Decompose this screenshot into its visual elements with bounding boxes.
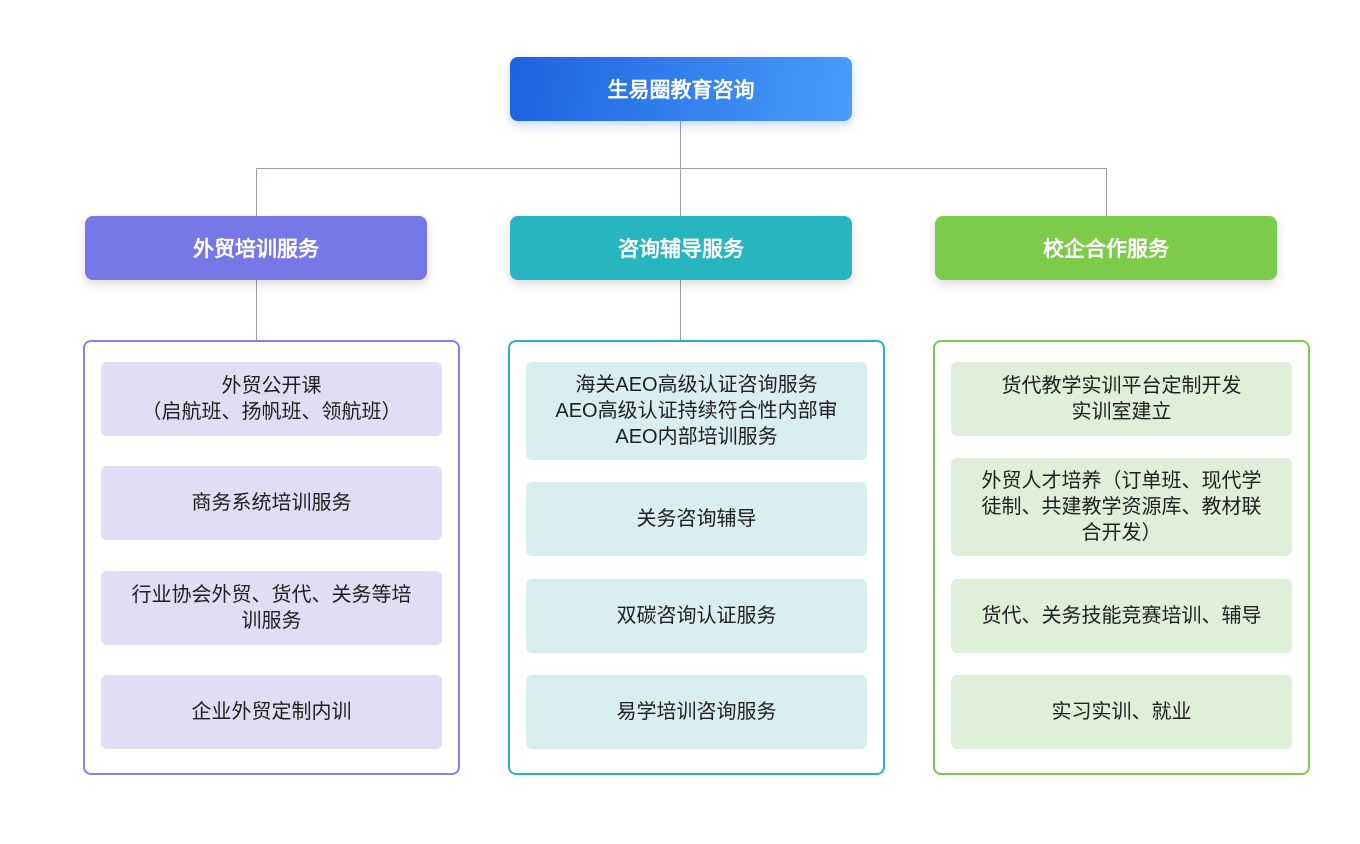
- leaf-node: 外贸公开课 （启航班、扬帆班、领航班）: [101, 362, 442, 436]
- connector-branch-1-to-group: [256, 280, 257, 340]
- connector-branch-2-to-group: [680, 280, 681, 340]
- leaf-node: 货代、关务技能竞赛培训、辅导: [951, 578, 1292, 653]
- leaf-node: 商务系统培训服务: [101, 466, 442, 541]
- leaf-node: 货代教学实训平台定制开发 实训室建立: [951, 362, 1292, 436]
- leaf-node: 外贸人才培养（订单班、现代学 徒制、共建教学资源库、教材联 合开发）: [951, 458, 1292, 557]
- leaf-node: 双碳咨询认证服务: [526, 578, 867, 653]
- root-node-label: 生易圈教育咨询: [607, 79, 755, 102]
- branch-header-label: 外贸培训服务: [193, 238, 319, 261]
- connector-drop-branch-2: [680, 168, 681, 216]
- branch-group-trade-training: 外贸公开课 （启航班、扬帆班、领航班） 商务系统培训服务 行业协会外贸、货代、关…: [83, 340, 460, 775]
- branch-header-consulting: 咨询辅导服务: [510, 216, 852, 280]
- branch-header-school-enterprise: 校企合作服务: [935, 216, 1277, 280]
- leaf-node: 关务咨询辅导: [526, 482, 867, 557]
- branch-group-school-enterprise: 货代教学实训平台定制开发 实训室建立 外贸人才培养（订单班、现代学 徒制、共建教…: [933, 340, 1310, 775]
- leaf-node: 海关AEO高级认证咨询服务 AEO高级认证持续符合性内部审 AEO内部培训服务: [526, 362, 867, 460]
- leaf-node: 实习实训、就业: [951, 674, 1292, 749]
- branch-header-label: 咨询辅导服务: [618, 238, 744, 261]
- leaf-node: 易学培训咨询服务: [526, 674, 867, 749]
- leaf-node: 行业协会外贸、货代、关务等培 训服务: [101, 570, 442, 645]
- connector-horizontal-bar: [256, 168, 1106, 169]
- branch-header-label: 校企合作服务: [1043, 238, 1169, 261]
- branch-header-trade-training: 外贸培训服务: [85, 216, 427, 280]
- branch-group-consulting: 海关AEO高级认证咨询服务 AEO高级认证持续符合性内部审 AEO内部培训服务 …: [508, 340, 885, 775]
- connector-root-stem: [680, 121, 681, 168]
- leaf-node: 企业外贸定制内训: [101, 674, 442, 749]
- connector-drop-branch-3: [1106, 168, 1107, 216]
- connector-drop-branch-1: [256, 168, 257, 216]
- root-node: 生易圈教育咨询: [510, 57, 852, 121]
